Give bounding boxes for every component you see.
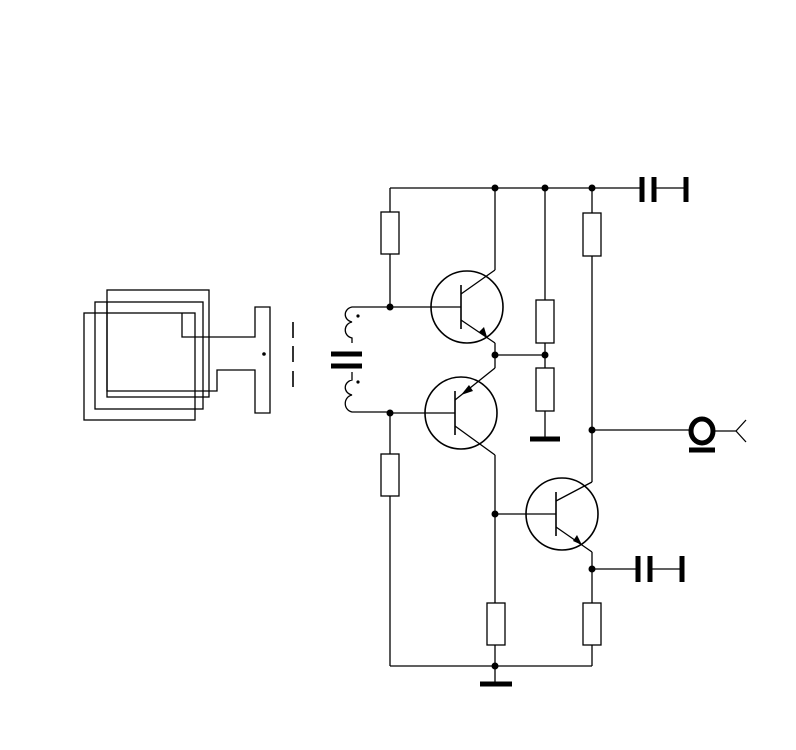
transistor-q3 xyxy=(495,477,599,603)
supply-rail xyxy=(389,187,640,482)
r1 xyxy=(380,211,400,255)
divider-network xyxy=(495,343,546,438)
transistor-q2 xyxy=(390,367,498,603)
r3 xyxy=(535,299,555,344)
r6 xyxy=(486,602,506,646)
supply-capacitor xyxy=(639,177,689,202)
output-probe xyxy=(592,416,747,453)
coupling-capacitor xyxy=(331,351,362,369)
r4 xyxy=(535,367,555,412)
emitter-capacitor xyxy=(592,556,685,582)
r2 xyxy=(582,212,602,257)
r7 xyxy=(582,602,602,646)
inductor-coil xyxy=(344,306,390,413)
r5 xyxy=(380,453,400,497)
left-wiring xyxy=(389,413,593,683)
junction-dots xyxy=(386,184,596,670)
transducer xyxy=(83,289,271,421)
transistor-q1 xyxy=(390,269,504,368)
